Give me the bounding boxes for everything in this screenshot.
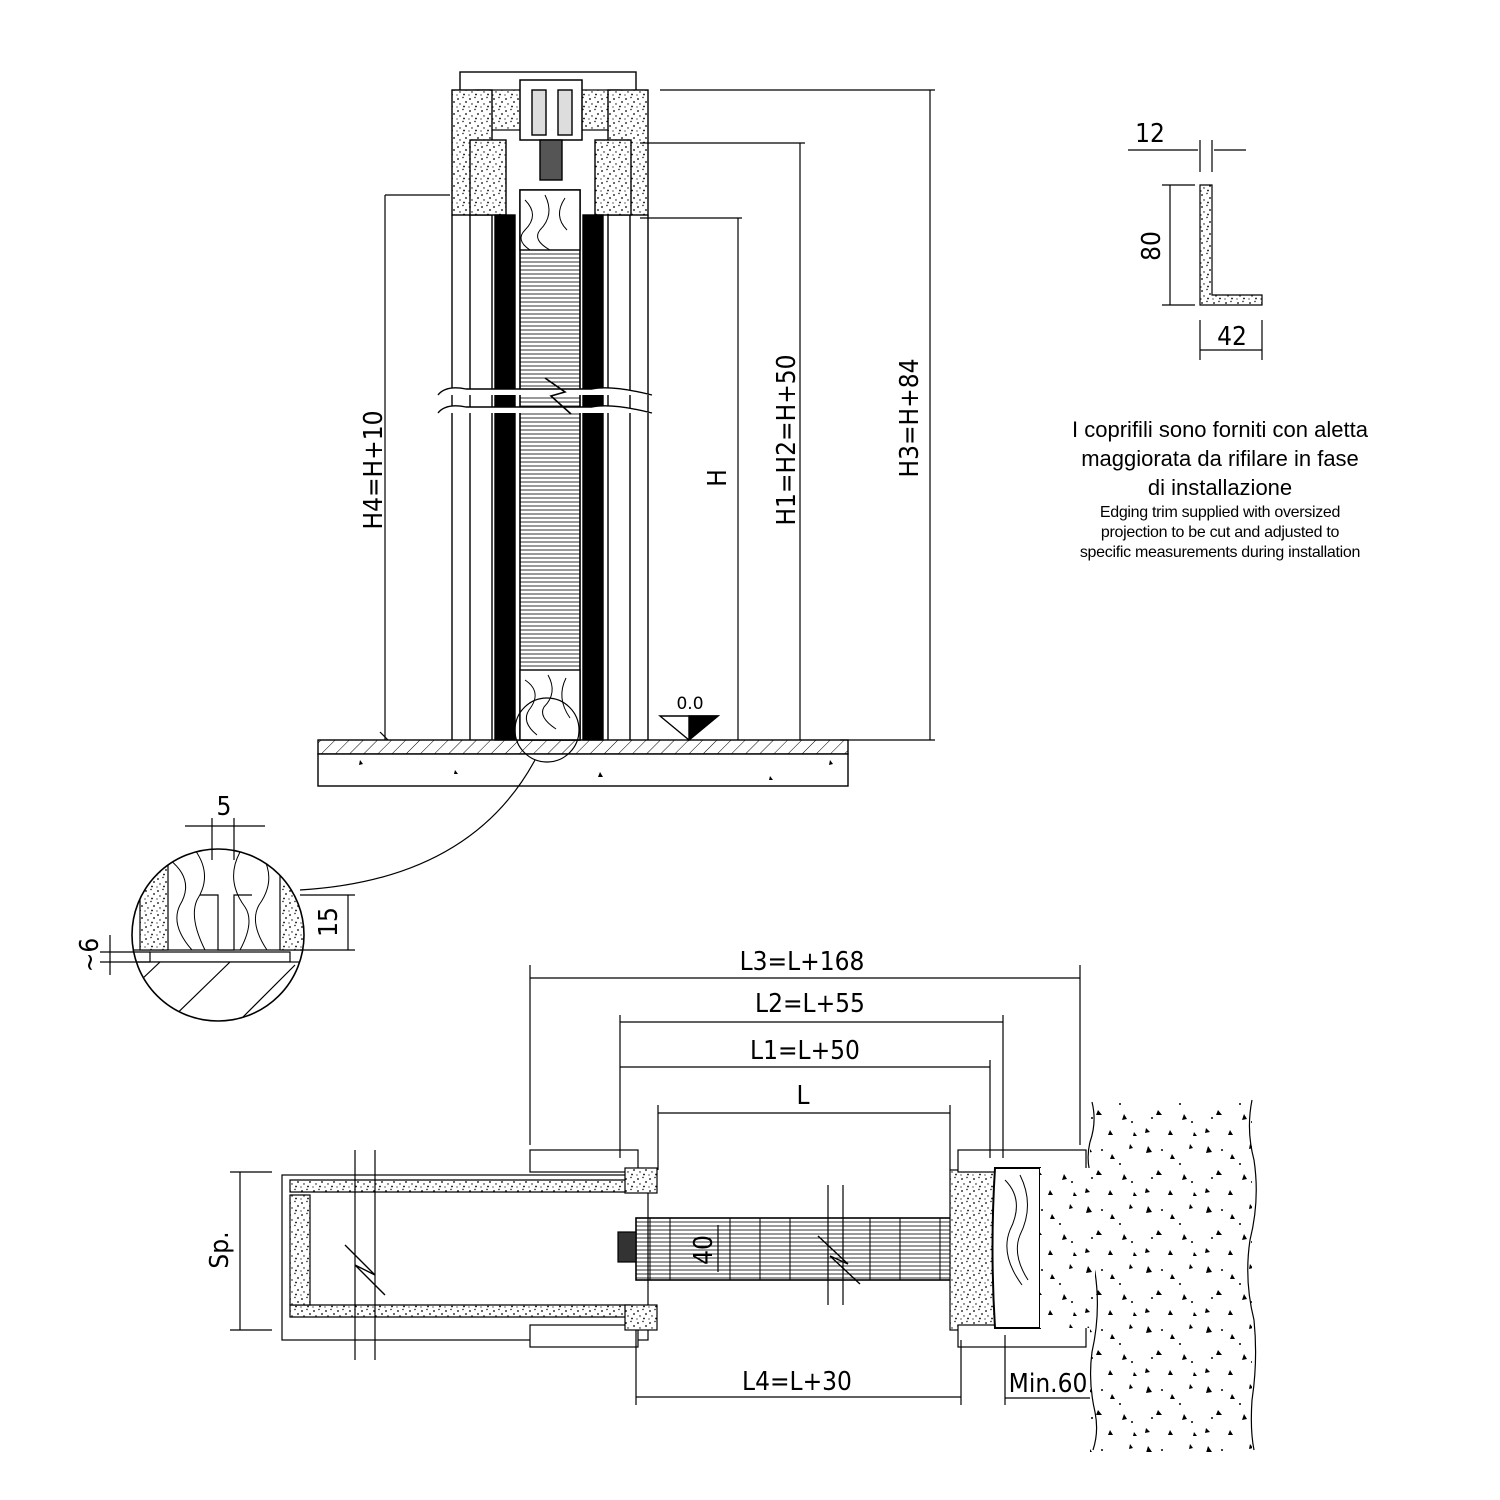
profile-width-base: 42 bbox=[1217, 322, 1247, 352]
pocket-wall-right bbox=[582, 214, 604, 741]
elevation-dimensions bbox=[379, 89, 935, 741]
note-english: Edging trim supplied with oversized proj… bbox=[1000, 503, 1440, 563]
note-italian-line: I coprifili sono forniti con aletta bbox=[1072, 417, 1368, 442]
profile-height: 80 bbox=[1137, 231, 1167, 261]
note-english-line: projection to be cut and adjusted to bbox=[1100, 524, 1340, 541]
detail-circle bbox=[131, 848, 305, 1022]
frame-cap-top bbox=[529, 1149, 639, 1173]
l4-label: L4=L+30 bbox=[742, 1367, 852, 1397]
groove-width: 5 bbox=[217, 792, 232, 822]
plan-view bbox=[281, 1099, 1257, 1452]
detail-leader bbox=[299, 759, 536, 891]
groove-depth: 15 bbox=[314, 907, 344, 937]
h3-label: H3=H+84 bbox=[895, 358, 925, 477]
note-english-line: Edging trim supplied with oversized bbox=[1099, 504, 1341, 521]
thickness-label: Sp. bbox=[205, 1231, 235, 1268]
h-label: H bbox=[703, 469, 733, 487]
trim-profile bbox=[1128, 140, 1263, 360]
trolley bbox=[519, 79, 583, 141]
profile-width-top: 12 bbox=[1135, 119, 1165, 149]
detail-callout-circle bbox=[514, 697, 580, 763]
concrete-wall bbox=[1090, 1102, 1252, 1452]
l2-label: L2=L+55 bbox=[755, 989, 865, 1019]
door-leaf bbox=[519, 189, 581, 741]
level-label: 0.0 bbox=[676, 694, 703, 714]
floor-finish bbox=[317, 739, 849, 755]
l-label: L bbox=[796, 1081, 809, 1111]
note-english-line: specific measurements during installatio… bbox=[1079, 544, 1361, 561]
h1-h2-label: H1=H2=H+50 bbox=[772, 354, 802, 525]
h4-label: H4=H+10 bbox=[359, 410, 389, 529]
jamb-block bbox=[949, 1169, 996, 1331]
plan-door-leaf bbox=[635, 1217, 962, 1281]
min-wall-label: Min.60 bbox=[1009, 1369, 1088, 1399]
floor-slab bbox=[317, 753, 849, 787]
profile-shape bbox=[1199, 184, 1263, 306]
note-italian-line: di installazione bbox=[1147, 475, 1293, 500]
plan-dimensions bbox=[230, 965, 1090, 1405]
l1-label: L1=L+50 bbox=[750, 1036, 860, 1066]
l3-label: L3=L+168 bbox=[740, 947, 865, 977]
door-thickness-label: 40 bbox=[689, 1235, 719, 1265]
frame-cap-bottom bbox=[529, 1324, 639, 1348]
pocket-wall-left bbox=[494, 214, 516, 741]
note-italian-line: maggiorata da rifilare in fase bbox=[1081, 446, 1359, 471]
note-italian: I coprifili sono forniti con aletta magg… bbox=[1000, 415, 1440, 502]
elevation-section bbox=[299, 71, 849, 891]
clearance-label: ~6 bbox=[75, 938, 105, 972]
